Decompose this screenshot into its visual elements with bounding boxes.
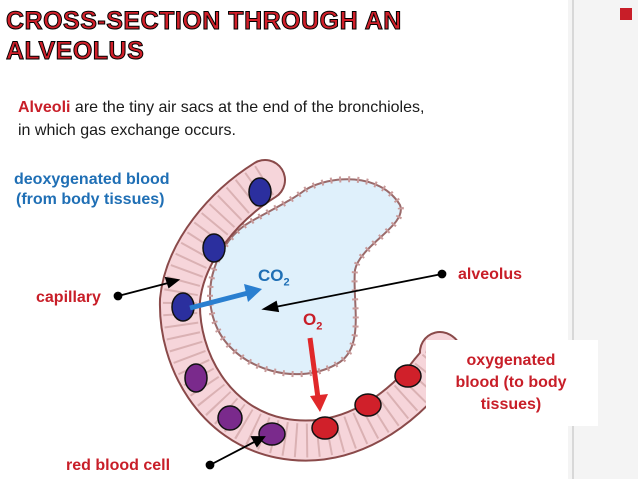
title-line-2: ALVEOLUS bbox=[6, 37, 145, 66]
red-blood-cell-label: red blood cell bbox=[66, 457, 171, 474]
mixed-cell bbox=[258, 422, 286, 446]
red-blood-cell-pointer bbox=[209, 439, 259, 466]
intro-line1-rest: are the tiny air sacs at the end of the … bbox=[70, 99, 425, 116]
deoxygenated-line-1: deoxygenated blood bbox=[14, 171, 170, 188]
o2-label: O2 bbox=[303, 310, 322, 336]
alveolus-sac bbox=[209, 178, 402, 376]
oxygenated-label-box bbox=[426, 340, 598, 426]
alveolus-pointer-head bbox=[261, 300, 280, 313]
alveolus-label: alveolus bbox=[458, 266, 523, 283]
deoxygenated-blood-label: deoxygenated blood (from body tissues) bbox=[14, 170, 170, 210]
alveolus-pointer bbox=[269, 273, 443, 309]
red-blood-cell-pointer-head bbox=[250, 436, 266, 448]
oxygenated-blood-label: oxygenated blood (to body tissues) bbox=[430, 350, 592, 416]
co2-subscript: 2 bbox=[283, 276, 290, 289]
co2-label: CO2 bbox=[258, 266, 290, 292]
o2-arrow bbox=[307, 337, 321, 399]
co2-arrow bbox=[189, 290, 249, 311]
oxygenated-cell bbox=[354, 393, 382, 417]
oxygenated-cell bbox=[394, 364, 422, 388]
capillary-pointer-head bbox=[164, 276, 181, 289]
page-title: CROSS-SECTION THROUGH AN ALVEOLUS bbox=[6, 6, 526, 66]
mixed-cell bbox=[184, 363, 208, 393]
alveolus-pointer-dot bbox=[437, 269, 447, 279]
oxygenated-line-2: blood (to body bbox=[455, 374, 567, 391]
co2-arrowhead bbox=[244, 284, 262, 302]
title-line-1: CROSS-SECTION THROUGH AN bbox=[6, 7, 402, 36]
deoxygenated-line-2: (from body tissues) bbox=[16, 191, 165, 208]
red-blood-cell-pointer-dot bbox=[205, 460, 215, 470]
mixed-cell bbox=[217, 405, 243, 431]
co2-base: CO bbox=[258, 266, 284, 285]
o2-subscript: 2 bbox=[316, 320, 323, 333]
o2-arrowhead bbox=[310, 394, 328, 412]
deoxygenated-cell bbox=[202, 233, 226, 263]
capillary-pointer bbox=[117, 281, 173, 297]
red-blood-cells bbox=[171, 177, 422, 446]
deoxygenated-cell bbox=[248, 177, 272, 207]
o2-base: O bbox=[303, 310, 317, 329]
capillary-pointer-dot bbox=[113, 291, 123, 301]
oxygenated-cell bbox=[311, 416, 339, 440]
capillary-label: capillary bbox=[36, 289, 101, 306]
oxygenated-line-1: oxygenated bbox=[466, 352, 556, 369]
intro-term: Alveoli bbox=[18, 99, 71, 116]
corner-square bbox=[620, 8, 632, 20]
oxygenated-line-3: tissues) bbox=[480, 396, 542, 413]
intro-text: Alveoli are the tiny air sacs at the end… bbox=[18, 96, 578, 142]
label-pointers bbox=[113, 269, 447, 470]
intro-line2: in which gas exchange occurs. bbox=[18, 122, 236, 139]
